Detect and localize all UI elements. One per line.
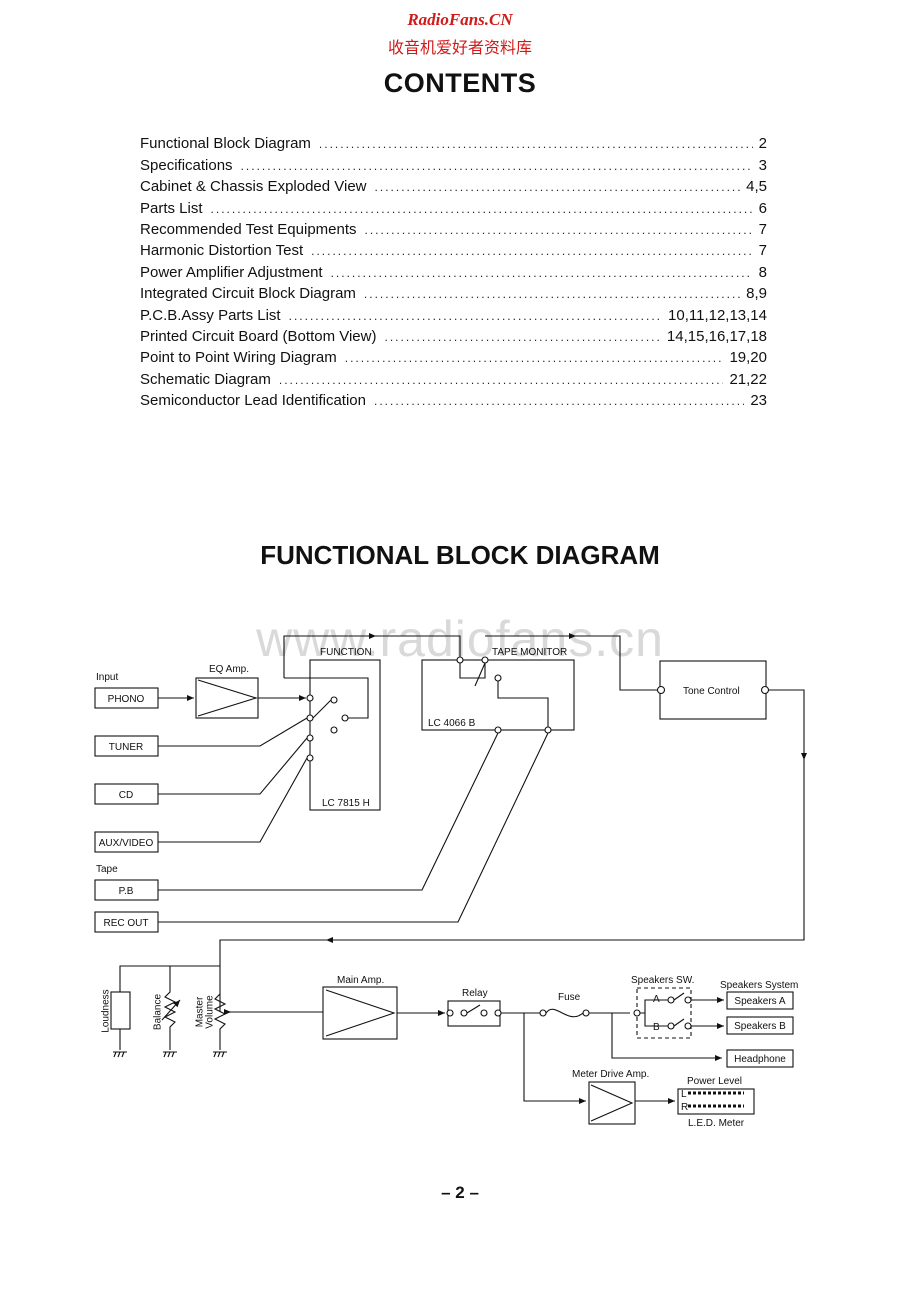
speakers-a-box [726, 991, 794, 1010]
toc-entry-page: 19,20 [729, 349, 767, 367]
speakers-b-box [726, 1016, 794, 1035]
label-led-meter: L.E.D. Meter [688, 1118, 745, 1129]
label-loudness: Loudness [101, 989, 112, 1032]
lc7815-box [309, 659, 381, 811]
toc-entry: Integrated Circuit Block Diagram 8,9 [140, 281, 767, 302]
label-power-level: Power Level [687, 1076, 742, 1087]
meter-drive-amp-box [588, 1081, 636, 1125]
label-function: FUNCTION [320, 647, 372, 658]
toc-entry-page: 2 [758, 135, 767, 153]
toc-entry: Point to Point Wiring Diagram 19,20 [140, 345, 767, 366]
toc-entry: P.C.B.Assy Parts List 10,11,12,13,14 [140, 302, 767, 324]
brand-watermark-chinese: 收音机爱好者资料库 [387, 38, 532, 57]
label-balance: Balance [153, 993, 164, 1030]
page-number: – 2 – [441, 1183, 479, 1202]
toc-entry: Power Amplifier Adjustment 8 [140, 259, 767, 281]
led-meter-box [677, 1088, 755, 1115]
label-eq-amp: EQ Amp. [209, 664, 249, 675]
label-tuner: TUNER [109, 742, 143, 753]
label-rec-out: REC OUT [104, 918, 149, 929]
eq-amp-box [195, 677, 259, 719]
label-master: Master [195, 996, 206, 1027]
toc-entry-label: Harmonic Distortion Test [140, 242, 304, 260]
toc-entry: Semiconductor Lead Identification 23 [140, 388, 767, 409]
toc-entry: Specifications 3 [140, 152, 767, 174]
relay-box [447, 1000, 501, 1027]
toc-entry-page: 21,22 [729, 370, 767, 388]
label-tape: Tape [96, 864, 118, 875]
toc-entry-label: Schematic Diagram [140, 370, 271, 388]
label-relay: Relay [462, 988, 488, 999]
headphone-box [726, 1049, 794, 1068]
toc-entry-page: 10,11,12,13,14 [668, 306, 767, 324]
label-input: Input [96, 672, 118, 683]
toc-entry-label: Printed Circuit Board (Bottom View) [140, 327, 377, 345]
label-cd: CD [119, 790, 133, 801]
main-amp-box [322, 986, 398, 1040]
loudness-box [110, 991, 131, 1030]
toc-entry-label: Power Amplifier Adjustment [140, 263, 323, 281]
label-lc7815: LC 7815 H [322, 798, 370, 809]
toc-entry: Recommended Test Equipments 7 [140, 217, 767, 238]
toc-entry: Parts List 6 [140, 195, 767, 217]
toc-entry-label: Functional Block Diagram [140, 135, 311, 153]
toc-entry-page: 8 [758, 263, 767, 281]
toc-entry-label: P.C.B.Assy Parts List [140, 306, 281, 324]
toc-entry-label: Cabinet & Chassis Exploded View [140, 178, 367, 196]
toc-entry-page: 23 [750, 392, 767, 410]
toc-entry-page: 6 [758, 199, 767, 217]
toc-entry-page: 8,9 [746, 285, 767, 303]
toc-entry: Functional Block Diagram 2 [140, 131, 767, 152]
contents-title: CONTENTS [383, 68, 537, 98]
toc-entry-page: 7 [758, 220, 767, 238]
toc-entry-page: 4,5 [746, 178, 767, 196]
label-pb: P.B [119, 886, 134, 897]
toc-entry: Cabinet & Chassis Exploded View 4,5 [140, 174, 767, 195]
toc-entry-label: Recommended Test Equipments [140, 220, 357, 238]
label-volume: Volume [205, 995, 216, 1029]
toc-entry-label: Specifications [140, 156, 233, 174]
label-aux-video: AUX/VIDEO [99, 838, 154, 849]
toc-entry-page: 3 [758, 156, 767, 174]
brand-watermark-english: RadioFans.CN [407, 10, 513, 29]
label-sw-a: A [653, 994, 660, 1005]
label-tape-monitor: TAPE MONITOR [492, 647, 567, 658]
label-phono: PHONO [108, 694, 145, 705]
toc-entry-label: Integrated Circuit Block Diagram [140, 285, 356, 303]
toc-entry-label: Semiconductor Lead Identification [140, 392, 366, 410]
label-main-amp: Main Amp. [337, 975, 384, 986]
label-speakers-system: Speakers System [720, 980, 798, 991]
label-headphone: Headphone [734, 1054, 786, 1065]
toc-entry: Harmonic Distortion Test 7 [140, 238, 767, 259]
toc-entry-label: Parts List [140, 199, 203, 217]
label-meter-l: L [681, 1089, 687, 1100]
label-tone-control: Tone Control [683, 686, 740, 697]
label-fuse: Fuse [558, 992, 581, 1003]
label-lc4066: LC 4066 B [428, 718, 476, 729]
diagram-title: FUNCTIONAL BLOCK DIAGRAM [260, 540, 660, 570]
label-speakers-b: Speakers B [734, 1021, 786, 1032]
label-speakers-sw: Speakers SW. [631, 975, 694, 986]
toc-entry-page: 14,15,16,17,18 [666, 327, 767, 345]
label-meter-drive-amp: Meter Drive Amp. [572, 1069, 649, 1080]
toc-entry: Schematic Diagram 21,22 [140, 366, 767, 388]
label-speakers-a: Speakers A [734, 996, 785, 1007]
toc-entry: Printed Circuit Board (Bottom View) 14,15… [140, 324, 767, 345]
label-sw-b: B [653, 1022, 660, 1033]
label-meter-r: R [681, 1102, 688, 1113]
toc-entry-label: Point to Point Wiring Diagram [140, 349, 337, 367]
toc-entry-page: 7 [758, 242, 767, 260]
